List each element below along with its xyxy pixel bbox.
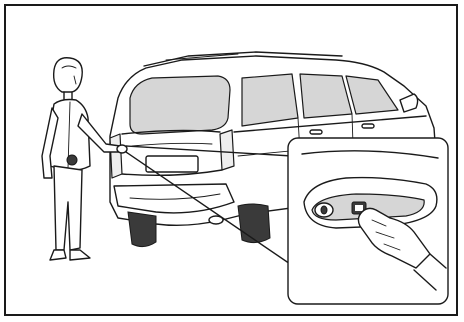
rear-wheel-left <box>127 211 157 248</box>
person-shoe-right <box>69 249 91 261</box>
exhaust-pipe <box>208 215 224 225</box>
illustration <box>41 51 449 305</box>
illustration-frame <box>4 4 458 316</box>
tailgate-handle <box>311 193 425 221</box>
rear-wheel-right <box>237 203 271 244</box>
person-hand <box>116 144 128 154</box>
callout-line-lower <box>125 151 297 269</box>
side-mirror <box>399 93 419 113</box>
person-left-arm <box>41 107 59 179</box>
rear-window <box>129 75 231 135</box>
callout-line-upper <box>125 145 293 157</box>
side-window-rear <box>241 73 299 127</box>
license-plate-recess <box>145 155 199 173</box>
tail-light <box>109 133 123 179</box>
person-hair <box>52 57 83 93</box>
key-fob <box>66 154 78 166</box>
callout-lines <box>125 145 297 269</box>
person-pants <box>53 165 83 251</box>
person-shoe-left <box>49 249 67 261</box>
person <box>41 57 128 261</box>
roof-rail <box>143 51 343 67</box>
tailgate-edge <box>121 129 221 135</box>
detail-inset <box>287 137 449 305</box>
side-window-front <box>345 75 399 115</box>
